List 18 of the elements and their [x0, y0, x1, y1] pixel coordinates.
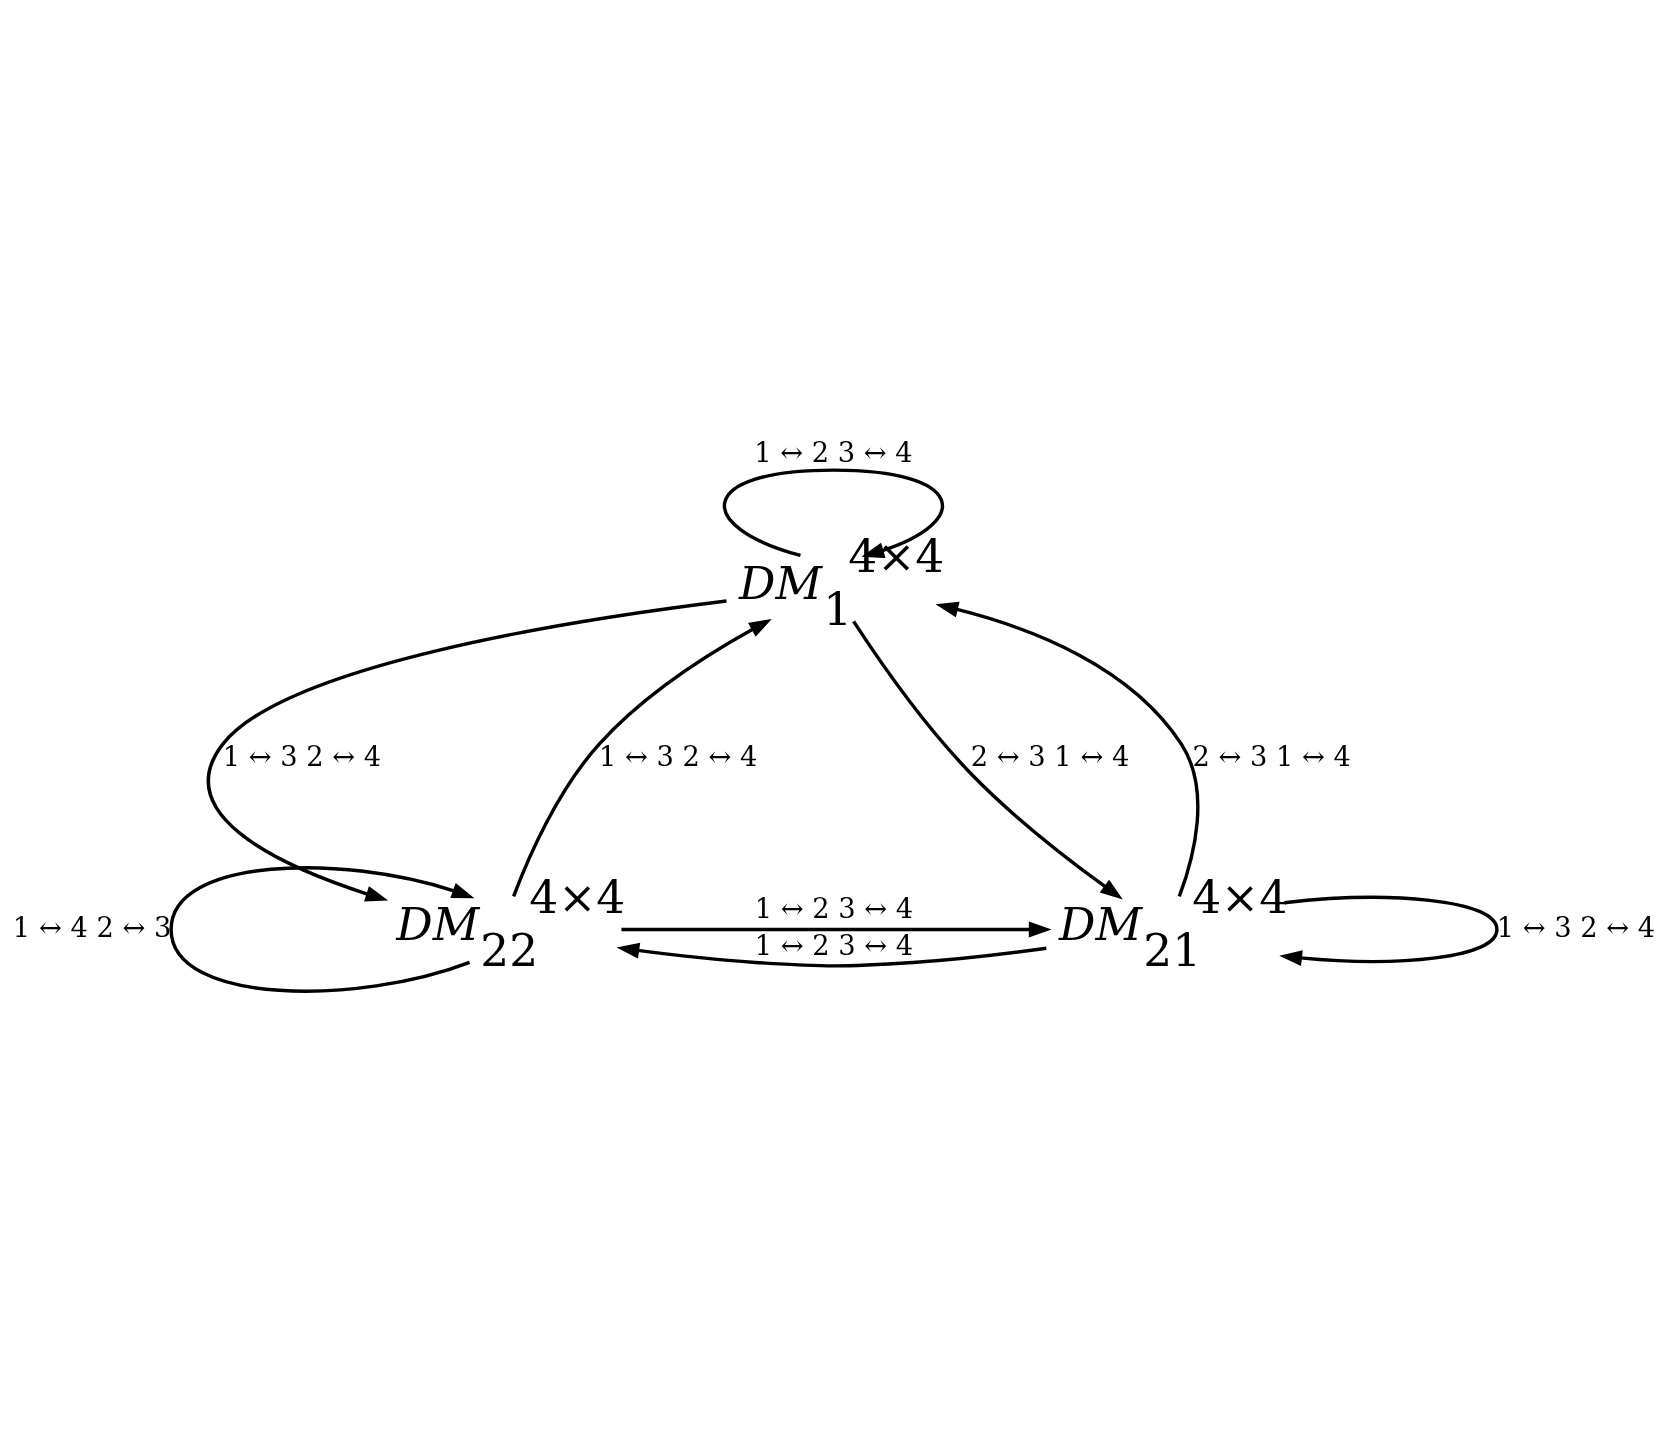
- edge-label: 2 ↔ 3 1 ↔ 4: [970, 740, 1130, 772]
- arrow: [621, 921, 1052, 937]
- edge-label: 1 ↔ 3 2 ↔ 4: [222, 740, 382, 772]
- edge-label: 1 ↔ 4 2 ↔ 3: [12, 911, 172, 943]
- edge-label: 1 ↔ 3 2 ↔ 4: [599, 740, 758, 772]
- edge-label: 2 ↔ 3 1 ↔ 4: [1192, 740, 1351, 772]
- edge-label: 1 ↔ 3 2 ↔ 4: [1496, 911, 1656, 943]
- edge-label: 1 ↔ 2 3 ↔ 4: [754, 929, 914, 961]
- arrow: [512, 618, 772, 897]
- arrow: [169, 865, 475, 993]
- arrow: [207, 598, 727, 901]
- edge-label: 1 ↔ 2 3 ↔ 4: [754, 436, 913, 468]
- arrow: [616, 942, 1047, 968]
- arrow: [1279, 895, 1499, 966]
- arrow: [723, 467, 944, 558]
- edge-label: 1 ↔ 2 3 ↔ 4: [754, 892, 914, 924]
- arrow: [852, 619, 1123, 899]
- arrow: [935, 601, 1200, 897]
